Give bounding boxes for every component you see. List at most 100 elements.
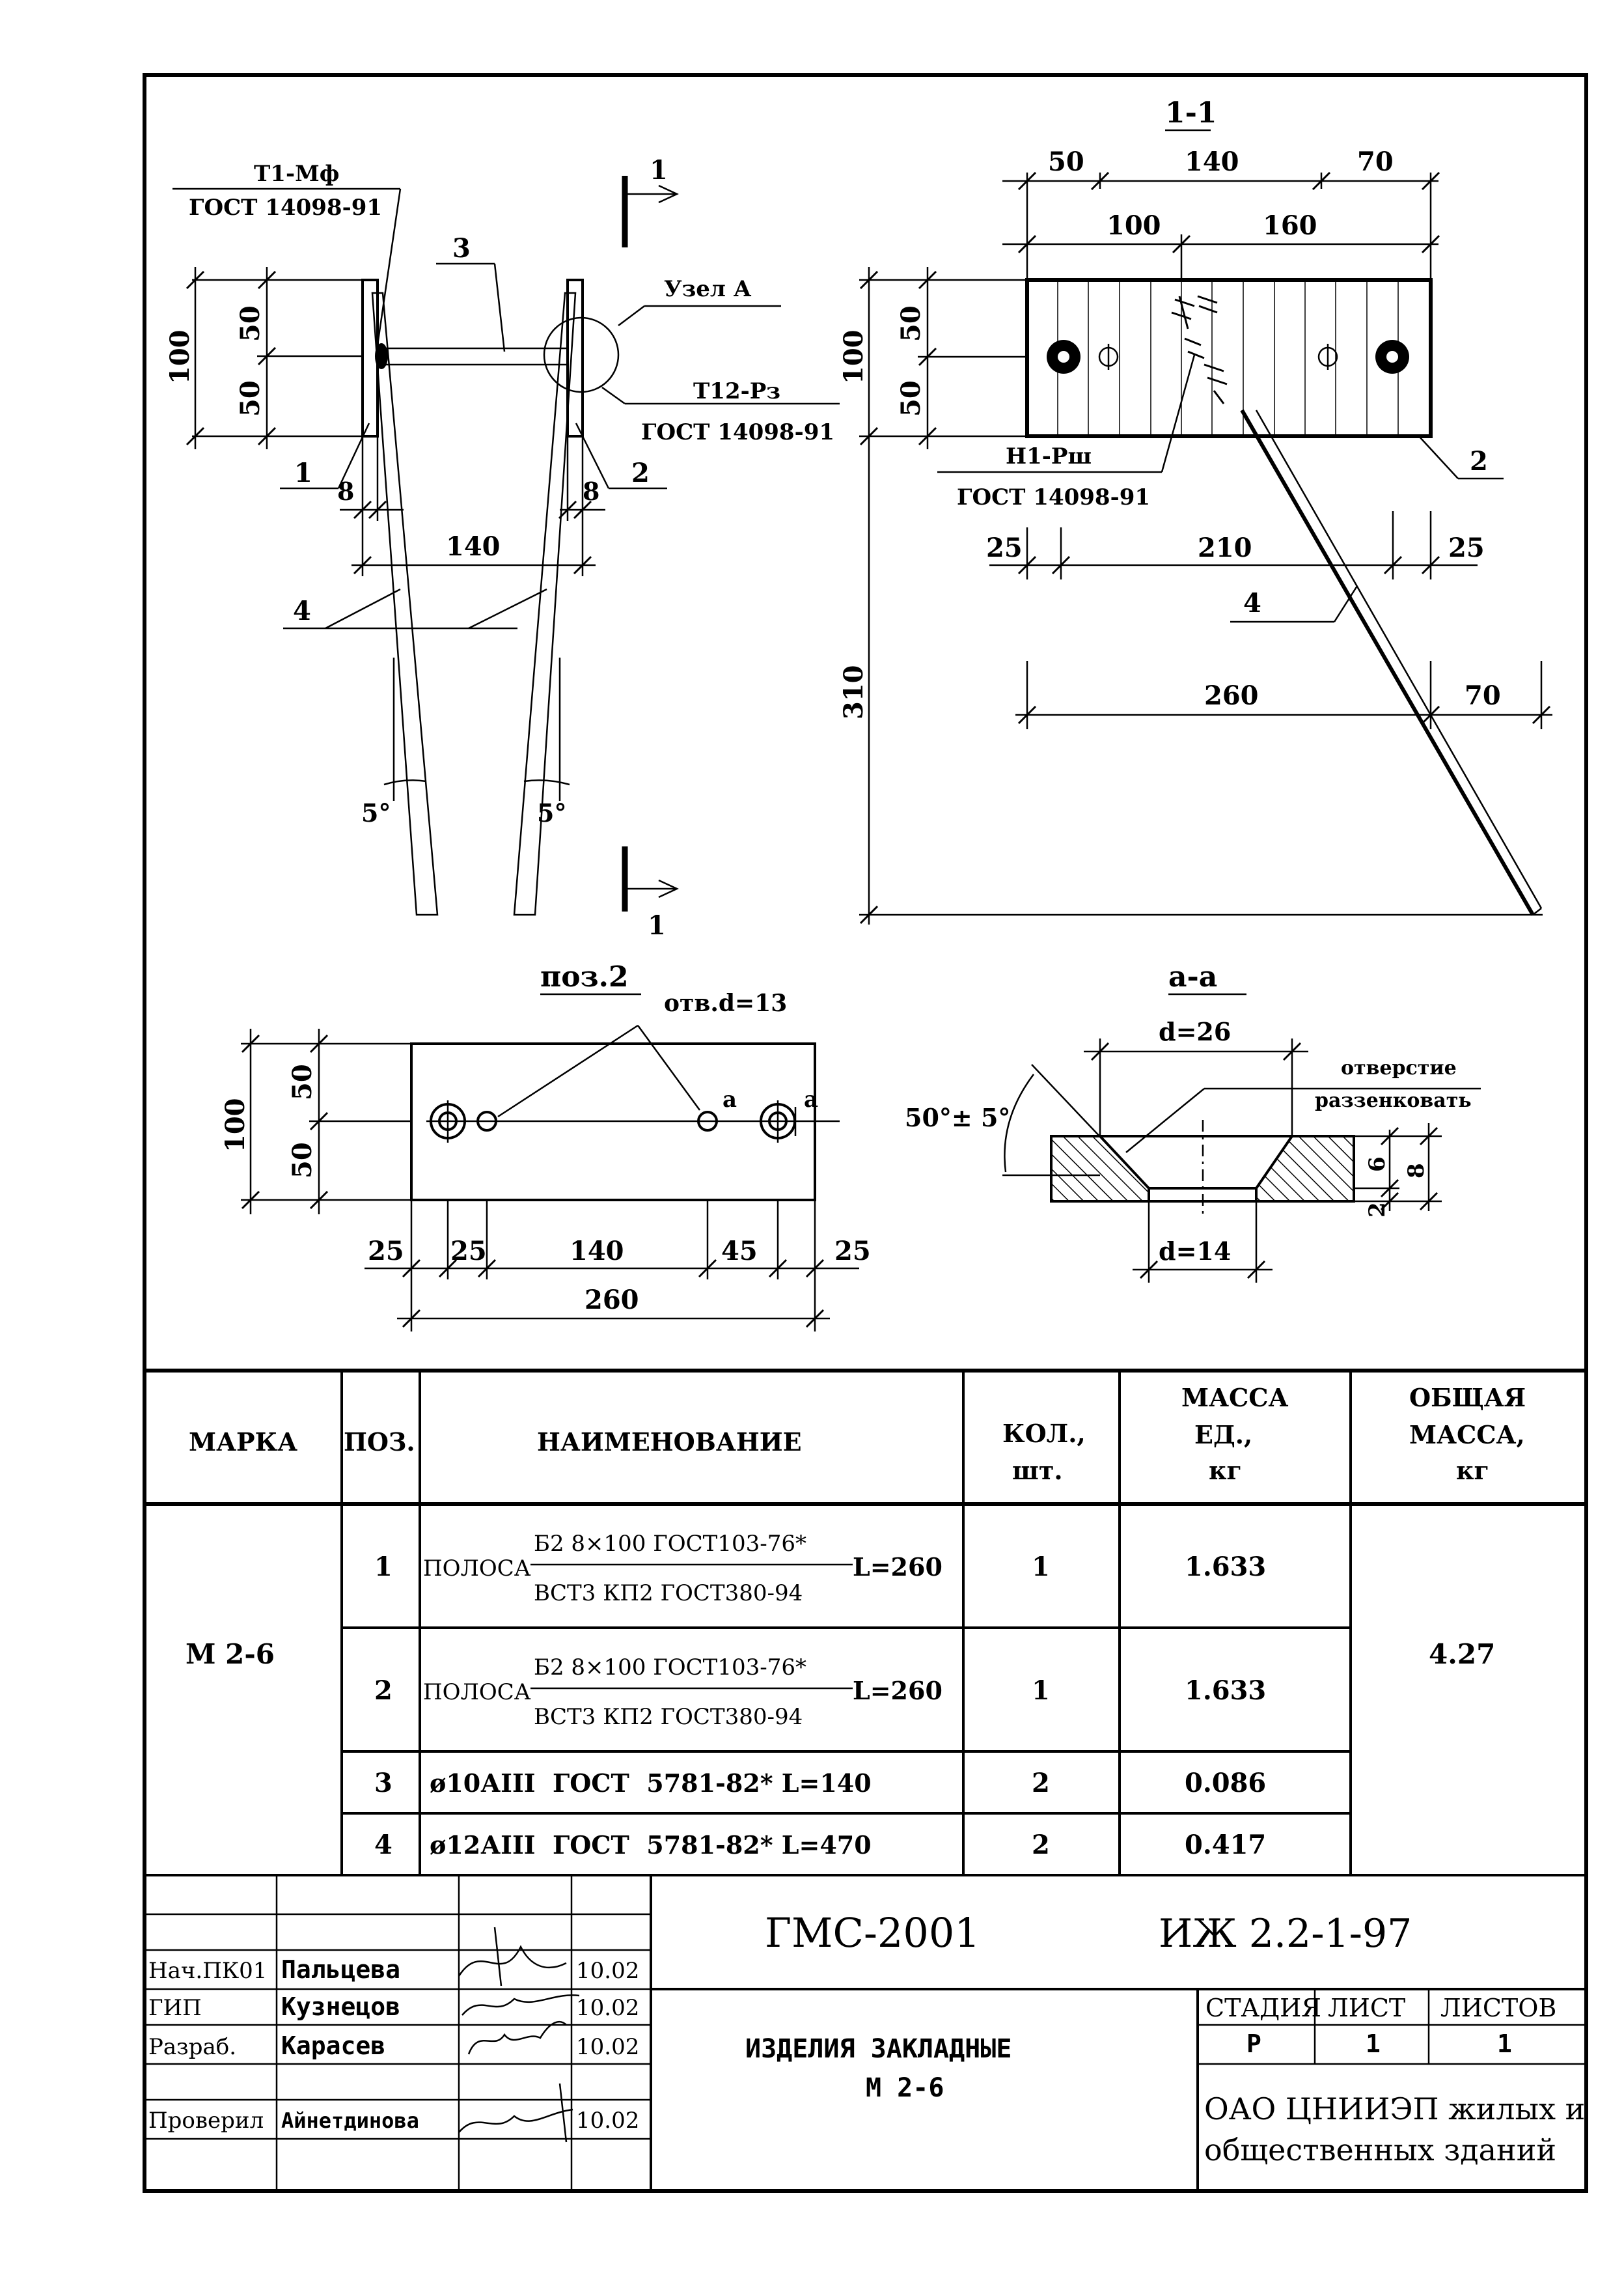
- project-code: ГМС-2001: [765, 1909, 980, 1957]
- sec-pos2: 2: [1470, 446, 1488, 477]
- aa-dim-6: 6: [1364, 1156, 1390, 1172]
- section-a-a: а-а d=26 d=14 50°± 5° отверстие раззенко…: [905, 960, 1481, 1283]
- signer-row: Разраб. Карасев 10.02: [148, 2021, 639, 2060]
- title-block: ГМС-2001 ИЖ 2.2-1-97 ИЗДЕЛИЯ ЗАКЛАДНЫЕ М…: [145, 1875, 1586, 2191]
- row2-qty: 1: [1032, 1675, 1050, 1706]
- pos4-label: 4: [293, 596, 311, 626]
- signer-role: Проверил: [148, 2108, 264, 2134]
- drawing-title-2: М 2-6: [866, 2073, 944, 2103]
- org-line-2: общественных зданий: [1204, 2132, 1556, 2168]
- hdr-name: НАИМЕНОВАНИЕ: [537, 1427, 802, 1457]
- hdr-unit-3: кг: [1209, 1456, 1242, 1485]
- row3-name: ø10АIII ГОСТ 5781-82* L=140: [430, 1768, 872, 1798]
- stage-header: СТАДИЯ: [1205, 1994, 1321, 2022]
- sec-dim-260: 260: [1204, 680, 1259, 711]
- aa-dim-2: 2: [1364, 1202, 1390, 1218]
- sec-dim-140: 140: [1185, 146, 1239, 177]
- p2-dim-25b: 25: [450, 1236, 487, 1266]
- leg-left: [371, 292, 439, 916]
- signer-date: 10.02: [576, 1958, 639, 1984]
- cut-a-left: а: [723, 1087, 737, 1113]
- signer-date: 10.02: [576, 2034, 639, 2060]
- sec-dim-210: 210: [1198, 533, 1252, 563]
- sec-dim-25b: 25: [1448, 533, 1485, 563]
- t1-mark: Т1-Мф: [254, 161, 339, 187]
- org-line-1: ОАО ЦНИИЭП жилых и: [1204, 2091, 1585, 2126]
- row2-prefix: ПОЛОСА: [423, 1679, 531, 1705]
- spec-total-mass: 4.27: [1429, 1638, 1495, 1670]
- sec-pos4: 4: [1243, 588, 1261, 619]
- signer-row: Нач.ПК01 Пальцева 10.02: [148, 1927, 639, 1986]
- hdr-qty-1: КОЛ.,: [1002, 1419, 1086, 1448]
- stage-value: Р: [1246, 2029, 1261, 2058]
- signature: [458, 1927, 567, 1986]
- plate-pos2: [566, 279, 584, 438]
- pos1-label: 1: [294, 458, 312, 488]
- aa-dim-8: 8: [1403, 1163, 1429, 1178]
- signature: [458, 2083, 573, 2143]
- sec-dim-50a-v: 50: [896, 305, 926, 342]
- dim-50b-main: 50: [235, 380, 266, 417]
- main-view: Узел А Т12-Рз ГОСТ 14098-91 Т1-Мф ГОСТ 1…: [165, 155, 840, 941]
- plate-section: [1025, 278, 1433, 438]
- table-row: 4 ø12АIII ГОСТ 5781-82* L=470 2 0.417: [374, 1830, 1266, 1860]
- row1-length: L=260: [853, 1552, 943, 1582]
- h1-gost: ГОСТ 14098-91: [957, 484, 1150, 510]
- p2-dim-45: 45: [721, 1236, 758, 1266]
- countersink-right: [1255, 1135, 1355, 1203]
- sheet-frame: [143, 73, 1588, 2193]
- sheets-value: 1: [1497, 2029, 1512, 2058]
- note-line2: раззенковать: [1315, 1089, 1472, 1112]
- node-a-label: Узел А: [664, 276, 752, 302]
- hdr-total-1: ОБЩАЯ: [1409, 1383, 1526, 1412]
- hdr-unit-1: МАССА: [1181, 1383, 1289, 1412]
- hdr-total-3: кг: [1456, 1456, 1489, 1485]
- signer-role: Нач.ПК01: [148, 1958, 267, 1984]
- p2-dim-100: 100: [220, 1098, 251, 1153]
- hole-label: отв.d=13: [664, 990, 787, 1017]
- sec-dim-160: 160: [1263, 210, 1317, 241]
- signer-name: Карасев: [281, 2031, 385, 2060]
- angle-label: 50°± 5°: [905, 1103, 1010, 1132]
- signer-row: Проверил Айнетдинова 10.02: [148, 2083, 639, 2143]
- signer-name: Пальцева: [281, 1955, 400, 1984]
- row2-top: Б2 8×100 ГОСТ103-76*: [534, 1654, 806, 1680]
- t12-mark: Т12-Рз: [693, 378, 780, 404]
- row1-top: Б2 8×100 ГОСТ103-76*: [534, 1531, 806, 1557]
- dim-140-main: 140: [446, 531, 501, 562]
- row4-pos: 4: [374, 1830, 392, 1860]
- row4-mass: 0.417: [1185, 1830, 1266, 1860]
- sec-dim-100: 100: [1107, 210, 1161, 241]
- row1-bottom: ВСТ3 КП2 ГОСТ380-94: [534, 1580, 803, 1606]
- p2-dim-50a: 50: [287, 1064, 318, 1100]
- countersink-left: [1050, 1135, 1150, 1203]
- signer-date: 10.02: [576, 2108, 639, 2134]
- row2-mass: 1.633: [1185, 1675, 1266, 1706]
- table-row: 2 ПОЛОСА Б2 8×100 ГОСТ103-76* ВСТ3 КП2 Г…: [374, 1654, 1266, 1730]
- pos2-view: поз.2 отв.d=13 а а 100 50 50: [220, 960, 871, 1331]
- sec-dim-70: 70: [1465, 680, 1501, 711]
- signature: [461, 1994, 580, 2016]
- sec-dim-310: 310: [838, 665, 869, 720]
- note-line1: отверстие: [1341, 1057, 1457, 1080]
- dim-8b: 8: [583, 477, 599, 506]
- row4-qty: 2: [1032, 1830, 1050, 1860]
- hdr-total-2: МАССА,: [1409, 1420, 1525, 1449]
- t12-gost: ГОСТ 14098-91: [641, 419, 834, 445]
- row1-mass: 1.633: [1185, 1552, 1266, 1582]
- signer-date: 10.02: [576, 1995, 639, 2021]
- leg-right: [513, 292, 577, 916]
- drawing-title-1: ИЗДЕЛИЯ ЗАКЛАДНЫЕ: [745, 2034, 1012, 2064]
- p2-dim-25a: 25: [368, 1236, 404, 1266]
- row4-name: ø12АIII ГОСТ 5781-82* L=470: [430, 1830, 872, 1860]
- dim-8a: 8: [337, 477, 354, 506]
- angle-left: 5°: [361, 798, 391, 828]
- p2-dim-50b: 50: [287, 1142, 318, 1178]
- signer-name: Кузнецов: [281, 1992, 400, 2021]
- h1-mark: Н1-Рш: [1006, 443, 1092, 469]
- hdr-unit-2: ЕД.,: [1194, 1420, 1252, 1449]
- p2-dim-260: 260: [585, 1285, 639, 1315]
- section-1-1: 1-1: [838, 96, 1552, 925]
- t1-gost: ГОСТ 14098-91: [189, 195, 382, 221]
- pos2-label: 2: [631, 458, 650, 488]
